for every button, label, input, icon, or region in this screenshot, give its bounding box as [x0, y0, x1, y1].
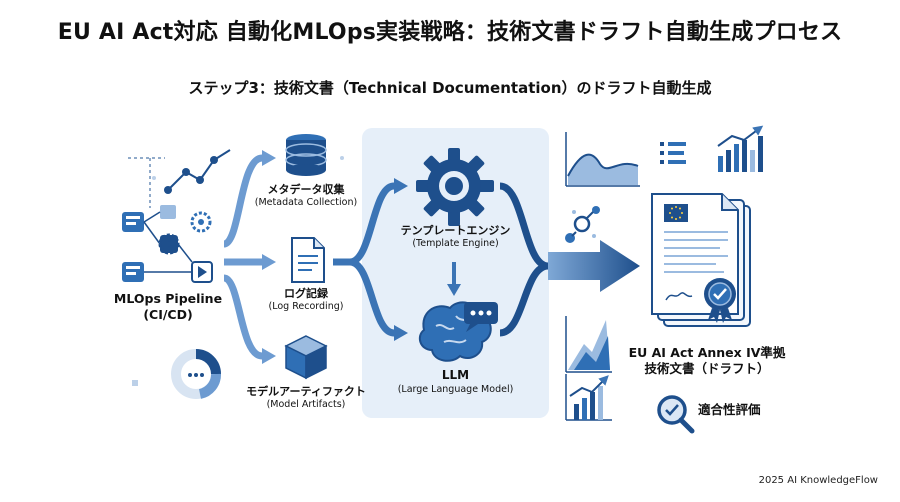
- footer-credit: 2025 AI KnowledgeFlow: [758, 475, 878, 486]
- output-label-line1: EU AI Act Annex IV準拠: [628, 345, 786, 360]
- llm-label: LLM (Large Language Model): [372, 368, 539, 396]
- assessment-label: 適合性評価: [698, 402, 788, 418]
- output-label: EU AI Act Annex IV準拠 技術文書（ドラフト）: [622, 345, 792, 378]
- eu-flag-icon: [664, 204, 688, 222]
- trend-line-icon: [128, 149, 231, 208]
- pipeline-flow-icon: [122, 205, 213, 283]
- assessment-label-text: 適合性評価: [698, 402, 761, 417]
- template-engine-label-en: (Template Engine): [412, 238, 499, 250]
- dot-decor: [340, 156, 344, 160]
- log-label-jp: ログ記録: [284, 287, 328, 300]
- bar-trend-icon: [565, 374, 612, 421]
- list-icon: [660, 142, 686, 164]
- mountain-chart-icon: [565, 316, 612, 373]
- big-output-arrow: [548, 240, 640, 292]
- growth-bar-icon: [717, 125, 764, 172]
- log-label: ログ記録 (Log Recording): [246, 287, 366, 314]
- document-seal-icon: [651, 193, 751, 327]
- template-engine-label-jp: テンプレートエンジン: [400, 224, 511, 237]
- template-engine-label: テンプレートエンジン (Template Engine): [372, 224, 539, 251]
- pipeline-subtitle: (CI/CD): [143, 307, 193, 323]
- square-decor: [132, 380, 138, 386]
- output-connectors: [499, 182, 549, 337]
- log-label-en: (Log Recording): [268, 301, 344, 313]
- database-icon: [285, 134, 327, 176]
- metadata-label-en: (Metadata Collection): [254, 197, 358, 209]
- pipeline-title: MLOps Pipeline: [113, 291, 223, 306]
- page-title: EU AI Act対応 自動化MLOps実装戦略：技術文書ドラフト自動生成プロセ…: [57, 20, 843, 45]
- area-chart-icon: [565, 132, 640, 187]
- metadata-label: メタデータ収集 (Metadata Collection): [246, 183, 366, 210]
- llm-label-en: (Large Language Model): [397, 383, 514, 395]
- gear-icon: [416, 148, 494, 226]
- page-subtitle: ステップ3：技術文書（Technical Documentation）のドラフト…: [188, 79, 712, 97]
- donut-chart-icon: [171, 349, 221, 399]
- artifacts-label: モデルアーティファクト (Model Artifacts): [236, 385, 376, 412]
- engine-arrowheads: [394, 178, 408, 341]
- artifacts-label-jp: モデルアーティファクト: [246, 385, 366, 398]
- artifacts-label-en: (Model Artifacts): [266, 399, 346, 411]
- brain-chat-icon: [418, 301, 498, 362]
- source-arrowheads: [262, 150, 276, 364]
- magnifier-check-icon: [657, 395, 695, 434]
- metadata-label-jp: メタデータ収集: [267, 183, 345, 196]
- cube-icon: [284, 335, 328, 380]
- document-icon: [291, 237, 325, 283]
- llm-label-jp: LLM: [441, 368, 470, 382]
- internal-arrowhead: [447, 284, 461, 296]
- engine-connectors: [333, 182, 396, 337]
- dot-decor: [152, 176, 156, 180]
- output-label-line2: 技術文書（ドラフト）: [644, 361, 770, 377]
- source-connectors: [222, 154, 264, 360]
- pipeline-label: MLOps Pipeline (CI/CD): [108, 291, 228, 324]
- network-node-icon: [565, 206, 600, 243]
